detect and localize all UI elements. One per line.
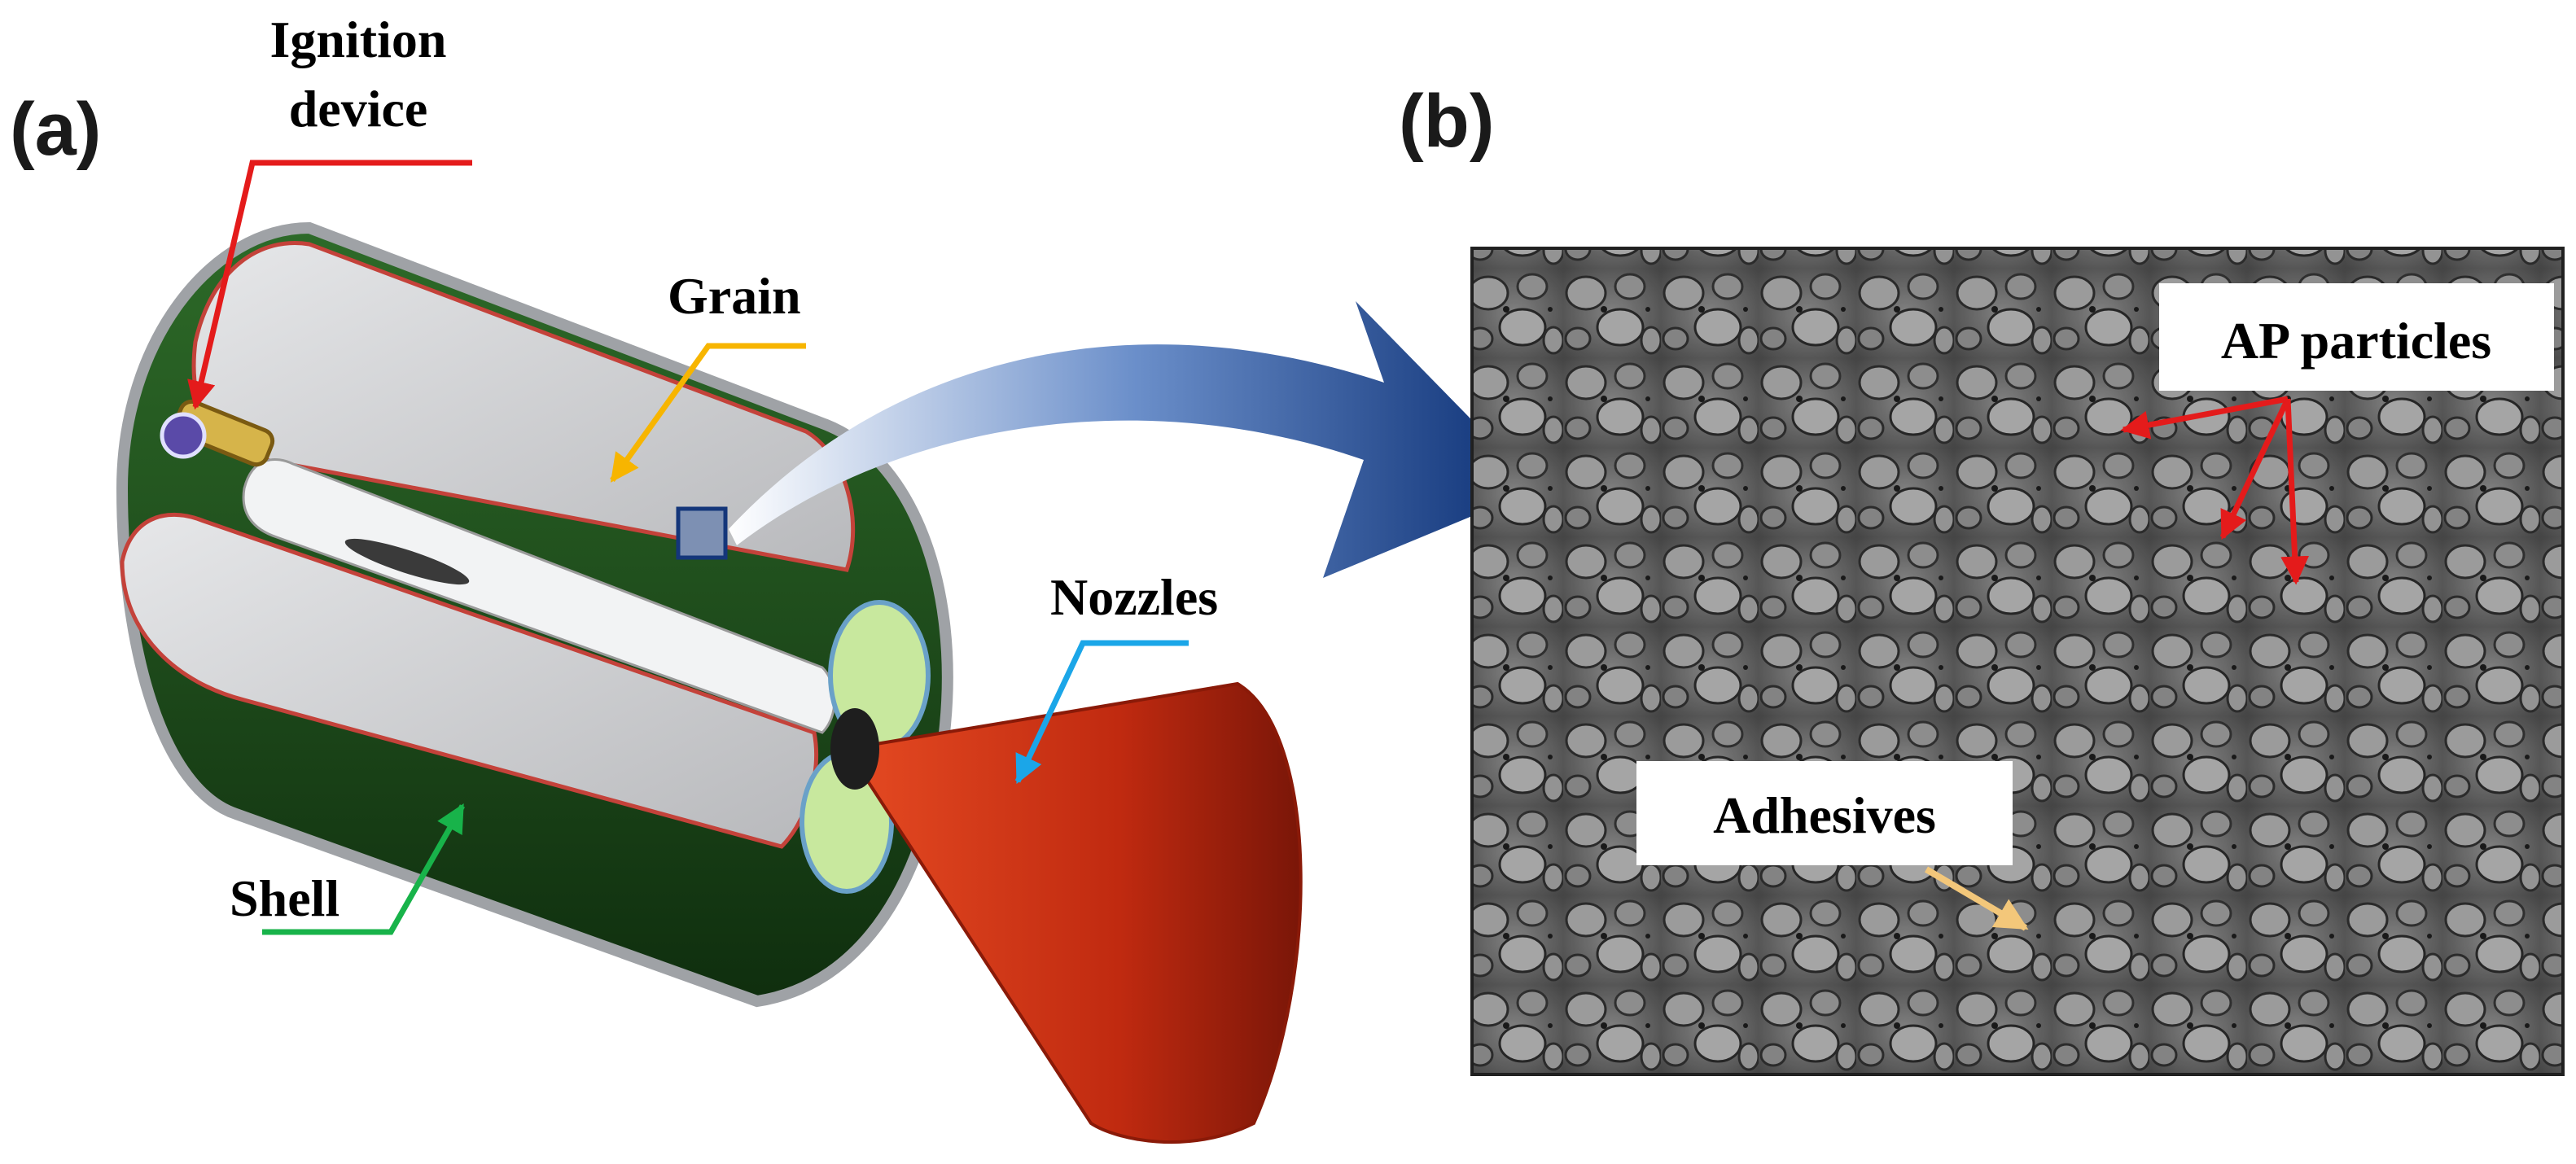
panel-b: (b) AP particles Adhesives — [1399, 80, 2565, 1076]
callout-ap-label: AP particles — [2221, 312, 2491, 370]
magnification-arrow — [729, 301, 1539, 578]
nozzle-throat — [830, 708, 879, 790]
callout-ignition-line1: Ignition — [270, 11, 447, 68]
ap-arrow-3 — [2280, 398, 2310, 585]
callout-nozzles: Nozzles — [1014, 568, 1218, 785]
ap-arrow-2 — [2219, 397, 2291, 540]
callout-ignition-device: Ignition device — [187, 11, 472, 410]
ignition-arrow — [187, 160, 472, 410]
callout-ap-particles: AP particles — [2120, 283, 2554, 585]
nozzles-arrow — [1014, 640, 1189, 785]
callout-adhesives: Adhesives — [1636, 761, 2029, 931]
ap-arrow-1 — [2120, 396, 2289, 440]
bore-slot — [344, 538, 470, 585]
sample-region-box — [676, 506, 728, 560]
adhesives-arrow — [1924, 866, 2029, 931]
callout-shell-label: Shell — [230, 869, 340, 927]
callout-grain: Grain — [610, 267, 806, 483]
ignition-device-shape — [160, 399, 275, 467]
panel-a: (a) Ignit — [10, 11, 1303, 1144]
magnification-arrow-body — [729, 301, 1539, 578]
callout-nozzles-label: Nozzles — [1050, 568, 1218, 626]
callout-shell: Shell — [230, 803, 466, 935]
shell-arrow — [262, 803, 466, 935]
panel-a-label: (a) — [10, 88, 101, 171]
callout-ignition-line2: device — [289, 80, 428, 138]
ap-label-box — [2159, 283, 2554, 391]
panel-b-label: (b) — [1399, 80, 1494, 163]
adhesives-label-box — [1636, 761, 2013, 865]
rocket-motor-illustration — [116, 221, 1303, 1144]
nozzle-cone — [843, 681, 1303, 1144]
callout-adhesives-label: Adhesives — [1713, 786, 1936, 844]
callout-grain-label: Grain — [668, 267, 801, 325]
grain-arrow — [610, 343, 806, 483]
